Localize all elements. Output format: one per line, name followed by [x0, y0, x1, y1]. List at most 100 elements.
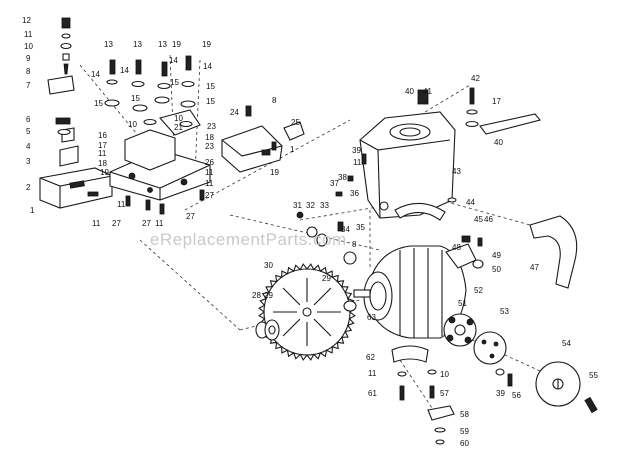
saw-blade: [258, 263, 356, 361]
callout-label: 10: [174, 114, 183, 123]
motor-hardware: [397, 368, 513, 445]
callout-label: 26: [205, 158, 214, 167]
callout-label: 39: [352, 146, 361, 155]
blade-guard: [359, 89, 456, 221]
saw-blade-spoke: [282, 318, 301, 337]
callout-label: 53: [500, 307, 509, 316]
callout-label: 2: [26, 183, 31, 192]
callout-label: 8: [26, 67, 31, 76]
callout-label: 54: [562, 339, 571, 348]
callout-label: 43: [452, 167, 461, 176]
callout-label: 40: [494, 138, 503, 147]
callout-label: 25: [291, 118, 300, 127]
callout-label: 13: [158, 40, 167, 49]
callout-label: 8: [352, 240, 357, 249]
callout-label: 17: [492, 97, 501, 106]
callout-label: 63: [367, 313, 376, 322]
callout-label: 13: [133, 40, 142, 49]
callout-label: 11: [117, 200, 126, 209]
callout-label: 18: [98, 159, 107, 168]
callout-label: 46: [484, 215, 493, 224]
callout-label: 12: [22, 16, 31, 25]
callout-label: 19: [100, 168, 109, 177]
callout-label: 34: [341, 225, 350, 234]
callout-label: 13: [104, 40, 113, 49]
callout-label: 11: [92, 219, 101, 228]
callout-label: 23: [207, 122, 216, 131]
lever: [465, 87, 541, 135]
callout-label: 27: [112, 219, 121, 228]
callout-label: 11: [24, 30, 33, 39]
callout-label: 14: [203, 62, 212, 71]
watermark: eReplacementParts.com: [150, 230, 347, 249]
saw-blade-teeth: [258, 263, 356, 361]
callout-label: 19: [172, 40, 181, 49]
callout-label: 56: [512, 391, 521, 400]
callout-label: 32: [306, 201, 315, 210]
callout-label: 7: [26, 81, 31, 90]
callout-label: 19: [202, 40, 211, 49]
callout-label: 16: [98, 131, 107, 140]
callout-label: 15: [170, 78, 179, 87]
callout-label: 57: [440, 389, 449, 398]
callout-label: 17: [98, 141, 107, 150]
callout-label: 39: [496, 389, 505, 398]
callout-label: 11: [155, 219, 164, 228]
motor-end-cover: [535, 361, 598, 414]
motor: [353, 243, 477, 363]
callout-label: 52: [474, 286, 483, 295]
callout-label: 1: [30, 206, 35, 215]
callout-label: 28: [252, 291, 261, 300]
callout-label: 29: [264, 291, 273, 300]
callout-label: 21: [174, 123, 183, 132]
callout-label: 10: [440, 370, 449, 379]
callout-label: 11: [205, 168, 214, 177]
callout-label: 60: [460, 439, 469, 448]
callout-label: 29: [322, 274, 331, 283]
callout-label: 55: [589, 371, 598, 380]
callout-label: 62: [366, 353, 375, 362]
callout-label: 9: [26, 54, 31, 63]
callout-label: 27: [142, 219, 151, 228]
callout-label: 27: [186, 212, 195, 221]
callout-label: 23: [205, 142, 214, 151]
callout-label: 30: [264, 261, 273, 270]
arbor-washer: [255, 300, 357, 341]
callout-label: 51: [458, 299, 467, 308]
callout-label: 15: [94, 99, 103, 108]
saw-blade-spoke: [282, 287, 301, 306]
latch-hardware: [47, 17, 75, 136]
callout-label: 15: [206, 82, 215, 91]
callout-label: 10: [128, 120, 137, 129]
callout-label: 35: [356, 223, 365, 232]
callout-label: 11: [98, 149, 107, 158]
callout-label: 5: [26, 127, 31, 136]
yoke: [104, 55, 211, 215]
callout-label: 18: [205, 133, 214, 142]
callout-label: 31: [293, 201, 302, 210]
saw-blade-spoke: [313, 287, 332, 306]
bevel-bracket: [39, 127, 113, 209]
callout-label: 19: [270, 168, 279, 177]
callout-label: 27: [205, 191, 214, 200]
callout-labels: 12 11 10 9 8 7 6 5 4 3 2 1 13 13 13 19 1…: [22, 16, 598, 448]
callout-label: 45: [474, 215, 483, 224]
callout-label: 59: [460, 427, 469, 436]
callout-label: 48: [452, 243, 461, 252]
callout-label: 15: [206, 97, 215, 106]
callout-label: 36: [350, 189, 359, 198]
fan: [443, 313, 477, 347]
end-plate: [473, 331, 507, 365]
callout-label: 50: [492, 265, 501, 274]
handle: [529, 215, 578, 289]
callout-label: 6: [26, 115, 31, 124]
callout-label: 58: [460, 410, 469, 419]
callout-label: 44: [466, 198, 475, 207]
callout-label: 11: [353, 158, 362, 167]
callout-label: 40: [405, 87, 414, 96]
callout-label: 41: [423, 87, 432, 96]
callout-label: 24: [230, 108, 239, 117]
callout-label: 3: [26, 157, 31, 166]
callout-label: 1: [290, 145, 295, 154]
